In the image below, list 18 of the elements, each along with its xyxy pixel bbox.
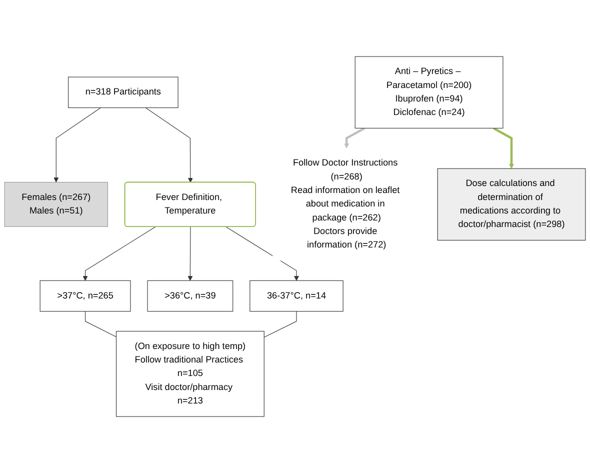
node-box: >37°C, n=265 bbox=[40, 280, 131, 312]
connector bbox=[84, 312, 117, 338]
node-text: Follow Doctor Instructions (n=268) Read information on leaflet about medication in package (n=262) Doctors provide information (n=272) bbox=[290, 158, 400, 250]
node-box: 36-37°C, n=14 bbox=[250, 280, 344, 312]
node-box: (On exposure to high temp) Follow traditional Practices n=105 Visit doctor/pharmacy n=213 bbox=[116, 331, 264, 418]
connector bbox=[264, 312, 297, 338]
arrow bbox=[226, 227, 299, 282]
node-box: n=318 Participants bbox=[68, 77, 178, 108]
arrow bbox=[188, 227, 193, 282]
node-box: Dose calculations and determination of medications according to doctor/pharmacist (n=298) bbox=[437, 168, 586, 241]
arrow bbox=[344, 128, 366, 149]
node-box: Females (n=267) Males (n=51) bbox=[4, 182, 108, 228]
node-box: Anti – Pyretics – Paracetamol (n=200) Ibuprofen (n=94) Diclofenac (n=24) bbox=[354, 56, 504, 129]
arrow bbox=[82, 227, 156, 282]
arrow bbox=[145, 108, 193, 184]
arrow bbox=[54, 108, 101, 183]
node-box: >36°C, n=39 bbox=[147, 280, 234, 312]
arrow bbox=[493, 128, 514, 170]
